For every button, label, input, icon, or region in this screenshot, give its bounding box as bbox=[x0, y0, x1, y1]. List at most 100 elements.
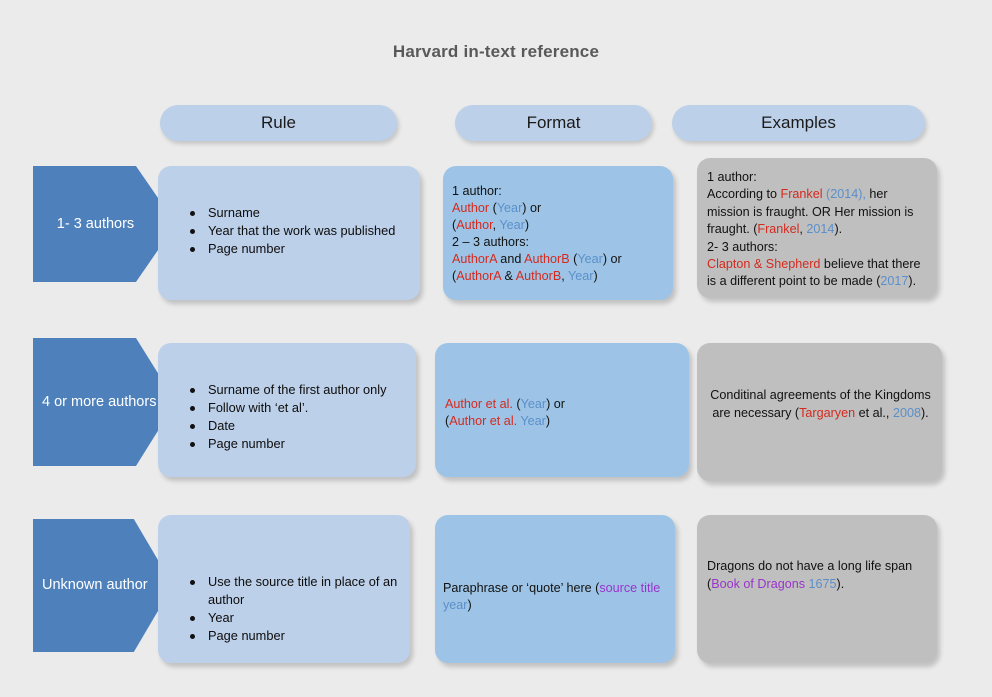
text-run-author: AuthorA bbox=[456, 269, 502, 283]
text-run-plain: ). bbox=[834, 222, 843, 237]
text-run-year: year bbox=[443, 598, 468, 612]
list-item: Page number bbox=[190, 435, 406, 453]
text-run-plain: ) bbox=[593, 269, 598, 283]
column-header-examples-label: Examples bbox=[761, 113, 836, 132]
format-text-1: 1 author:Author (Year) or(Author, Year)2… bbox=[452, 183, 665, 285]
list-item: Date bbox=[190, 417, 406, 435]
text-run-year: Year bbox=[520, 397, 547, 411]
format-line: 1 author: bbox=[452, 183, 665, 200]
text-run-plain: Paraphrase or ‘quote’ here ( bbox=[443, 581, 600, 595]
text-run-year: (2014), bbox=[826, 187, 866, 202]
text-run-plain: ( bbox=[707, 576, 712, 591]
text-run-plain: and bbox=[496, 252, 525, 266]
text-run-plain: ( bbox=[445, 414, 450, 428]
format-cell-2[interactable]: Author et al. (Year) or(Author et al. Ye… bbox=[435, 343, 689, 477]
list-item: Year that the work was published bbox=[190, 222, 410, 240]
text-run-plain: ). bbox=[908, 274, 917, 289]
column-header-format[interactable]: Format bbox=[455, 105, 652, 141]
format-line: AuthorA and AuthorB (Year) or bbox=[452, 251, 665, 268]
text-run-plain: ). bbox=[920, 405, 929, 420]
text-run-author: AuthorB bbox=[515, 269, 562, 283]
text-run-author: AuthorA bbox=[452, 252, 497, 266]
text-run-year: Year bbox=[577, 252, 603, 266]
text-run-plain: ) or bbox=[602, 252, 622, 266]
list-item: Page number bbox=[190, 240, 410, 258]
text-run-plain: , bbox=[561, 269, 569, 283]
text-run-plain: Conditinal agreements of the Kingdoms ar… bbox=[710, 388, 931, 420]
example-text-1: 1 author:According to Frankel (2014), he… bbox=[707, 169, 929, 291]
example-cell-2[interactable]: Conditinal agreements of the Kingdoms ar… bbox=[697, 343, 942, 481]
text-run-plain: , bbox=[492, 218, 500, 232]
text-run-year: Year bbox=[520, 414, 546, 428]
list-item: Follow with ‘et al’. bbox=[190, 399, 406, 417]
text-run-year: 2014 bbox=[806, 222, 835, 237]
text-run-plain: ) or bbox=[546, 397, 565, 411]
text-run-source: source title bbox=[599, 581, 661, 595]
text-run-plain: believe that there is a different point … bbox=[707, 256, 921, 289]
column-header-examples[interactable]: Examples bbox=[672, 105, 925, 141]
text-run-plain: 2- 3 authors: bbox=[707, 239, 778, 254]
format-cell-1[interactable]: 1 author:Author (Year) or(Author, Year)2… bbox=[443, 166, 673, 300]
row-tag-label-3: Unknown author bbox=[42, 577, 148, 594]
text-run-plain: et al., bbox=[855, 405, 893, 420]
format-cell-3[interactable]: Paraphrase or ‘quote’ here (source title… bbox=[435, 515, 675, 663]
text-run-year: 2008 bbox=[892, 405, 921, 420]
format-line: (AuthorA & AuthorB, Year) bbox=[452, 268, 665, 285]
text-run-plain: According to bbox=[707, 187, 781, 202]
text-run-plain: ( bbox=[452, 269, 457, 283]
text-run-plain: ) or bbox=[522, 201, 542, 215]
row-tag-arrow-3[interactable]: Unknown author bbox=[33, 519, 173, 652]
text-run-author: Author bbox=[456, 218, 493, 232]
rule-cell-3[interactable]: Use the source title in place of an auth… bbox=[158, 515, 410, 663]
text-run-plain: ). bbox=[836, 576, 845, 591]
text-run-plain: ) bbox=[524, 218, 530, 232]
text-run-author: Author et al. bbox=[449, 414, 518, 428]
list-item: Page number bbox=[190, 627, 400, 645]
text-run-author: Frankel bbox=[757, 222, 800, 237]
row-tag-arrow-1[interactable]: 1- 3 authors bbox=[33, 166, 176, 282]
text-run-plain: 1 author: bbox=[452, 184, 502, 198]
example-cell-1[interactable]: 1 author:According to Frankel (2014), he… bbox=[697, 158, 937, 298]
list-item: Surname bbox=[190, 204, 410, 222]
text-run-author: AuthorB bbox=[524, 252, 570, 266]
column-header-rule[interactable]: Rule bbox=[160, 105, 397, 141]
text-run-plain: ( bbox=[452, 218, 457, 232]
text-run-author: Author bbox=[452, 201, 490, 215]
row-tag-arrow-2[interactable]: 4 or more authors bbox=[33, 338, 176, 466]
format-line: (Author et al. Year) bbox=[445, 413, 681, 430]
list-item: Use the source title in place of an auth… bbox=[190, 573, 400, 609]
column-header-rule-label: Rule bbox=[261, 113, 296, 132]
text-run-plain: ( bbox=[569, 252, 578, 266]
row-tag-label-1: 1- 3 authors bbox=[56, 215, 135, 232]
text-run-plain: 2 – 3 authors: bbox=[452, 235, 530, 249]
text-run-year: 1675 bbox=[808, 576, 837, 591]
example-cell-3[interactable]: Dragons do not have a long life span(Boo… bbox=[697, 515, 937, 663]
format-line: (Author, Year) bbox=[452, 217, 665, 234]
format-line: Paraphrase or ‘quote’ here (source title… bbox=[443, 580, 667, 614]
text-run-plain: ( bbox=[512, 397, 521, 411]
row-tag-label-2: 4 or more authors bbox=[42, 393, 157, 410]
text-run-plain: & bbox=[501, 269, 516, 283]
text-run-year: Year bbox=[496, 201, 523, 215]
text-run-plain: ) bbox=[467, 598, 472, 612]
format-line: Author (Year) or bbox=[452, 200, 665, 217]
text-run-year: Year bbox=[568, 269, 594, 283]
text-run-year: 2017 bbox=[880, 274, 909, 289]
text-run-author: Clapton & Shepherd bbox=[707, 256, 821, 271]
text-run-plain: ) bbox=[545, 414, 551, 428]
text-run-author: Frankel bbox=[780, 187, 823, 202]
list-item: Year bbox=[190, 609, 400, 627]
text-run-author: Author et al. bbox=[445, 397, 513, 411]
page-title: Harvard in-text reference bbox=[392, 42, 600, 61]
text-run-author: Targaryen bbox=[799, 405, 856, 420]
format-text-3: Paraphrase or ‘quote’ here (source title… bbox=[443, 580, 667, 614]
text-run-plain: 1 author: bbox=[707, 170, 757, 184]
text-run-year: Year bbox=[499, 218, 525, 232]
rule-bullet-list-3: Use the source title in place of an auth… bbox=[158, 573, 410, 646]
example-text-2: Conditinal agreements of the Kingdoms ar… bbox=[709, 387, 932, 422]
text-run-plain: , bbox=[799, 222, 807, 237]
